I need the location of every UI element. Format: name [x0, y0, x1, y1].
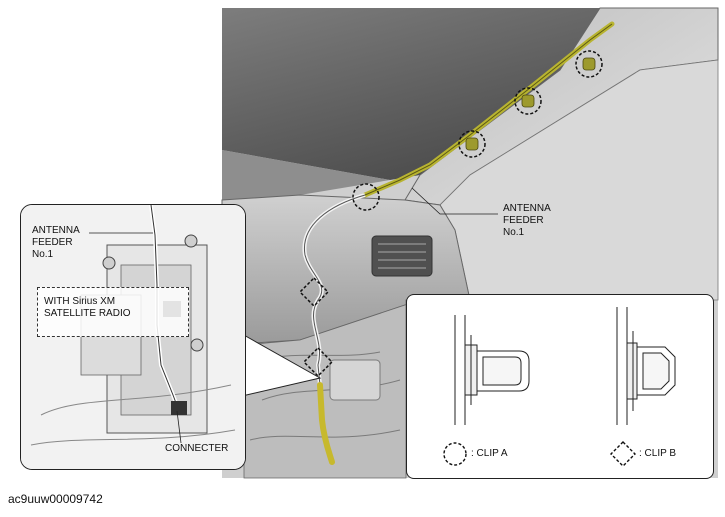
clip-b-marker [298, 276, 330, 308]
sirius-label-line2: SATELLITE RADIO [44, 308, 131, 319]
inset-left-panel: ANTENNA FEEDER No.1 WITH Sirius XM SATEL… [20, 204, 246, 470]
clip-legend-illustration [443, 307, 676, 467]
inset-feeder-label-line1: ANTENNA [32, 225, 80, 236]
clip-b-markers [298, 276, 334, 378]
main-feeder-label-line1: ANTENNA [503, 203, 551, 214]
clip-b-legend-label: : CLIP B [639, 448, 677, 459]
connector-label: CONNECTER [165, 443, 229, 454]
clip-a-drawing [454, 315, 530, 425]
inset-feeder-label-line3: No.1 [32, 249, 54, 260]
sirius-option-box: WITH Sirius XM SATELLITE RADIO [37, 287, 189, 337]
main-feeder-label-line3: No.1 [503, 227, 525, 238]
clip-a-marker [575, 50, 603, 78]
windshield [222, 150, 390, 200]
sirius-label-line1: WITH Sirius XM [44, 296, 116, 307]
clip-a-legend-label: : CLIP A [471, 448, 508, 459]
main-feeder-label-line2: FEEDER [503, 215, 544, 226]
inset-left-illustration [21, 205, 245, 469]
clip-b-marker [302, 346, 334, 378]
feeder-leader-line [411, 187, 498, 215]
clip-a-legend-symbol [443, 442, 467, 466]
inset-right-panel: : CLIP A : CLIP B [406, 294, 714, 479]
roof-lining [222, 8, 640, 180]
main-feeder-label: ANTENNA FEEDER No.1 [503, 203, 551, 239]
sirius-label: WITH Sirius XM SATELLITE RADIO [44, 296, 131, 320]
harness-roof-edge [364, 23, 613, 196]
clip-b-legend-symbol [610, 441, 636, 467]
clip-b-drawing [616, 307, 676, 425]
clip-a-markers [352, 50, 603, 211]
inset-feeder-label: ANTENNA FEEDER No.1 [32, 225, 80, 261]
clip-a-marker [514, 87, 542, 115]
clip-a-marker [352, 183, 380, 211]
inset-feeder-label-line2: FEEDER [32, 237, 73, 248]
connector-lead [317, 382, 335, 465]
figure-code: ac9uuw00009742 [8, 492, 103, 506]
air-vent [371, 235, 433, 277]
clip-a-marker [458, 130, 486, 158]
